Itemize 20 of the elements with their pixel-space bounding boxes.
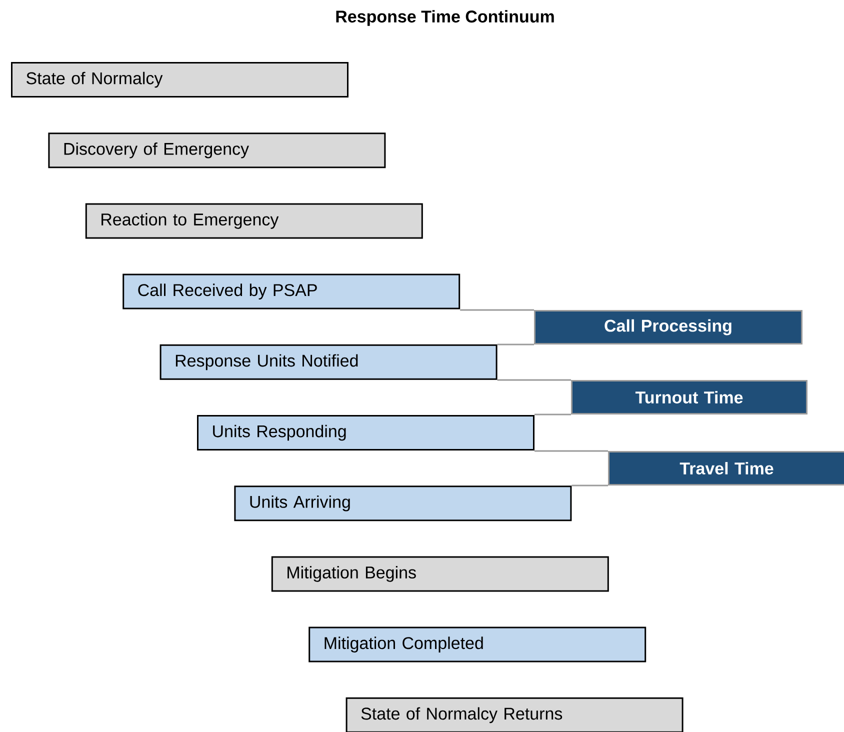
step-box: Mitigation Begins <box>271 556 609 592</box>
connector-line <box>497 379 571 381</box>
connector-line <box>572 484 608 486</box>
title: Response Time Continuum <box>336 10 554 26</box>
step-box: Units Responding <box>197 415 534 450</box>
step-box: Discovery of Emergency <box>48 132 386 168</box>
connector-line <box>460 309 534 311</box>
step-box: Units Arriving <box>234 486 572 522</box>
step-box: Response Units Notified <box>160 344 498 380</box>
connector-line <box>534 414 571 416</box>
phase-bar: Call Processing <box>534 310 802 344</box>
step-box: State of Normalcy <box>11 62 348 98</box>
step-box: Mitigation Completed <box>308 626 646 662</box>
phase-bar: Turnout Time <box>571 380 808 414</box>
step-box: State of Normalcy Returns <box>346 697 684 732</box>
connector-line <box>497 344 534 346</box>
step-box: Reaction to Emergency <box>85 203 423 239</box>
step-box: Call Received by PSAP <box>122 274 460 310</box>
phase-bar: Travel Time <box>608 451 844 486</box>
connector-line <box>534 450 608 452</box>
